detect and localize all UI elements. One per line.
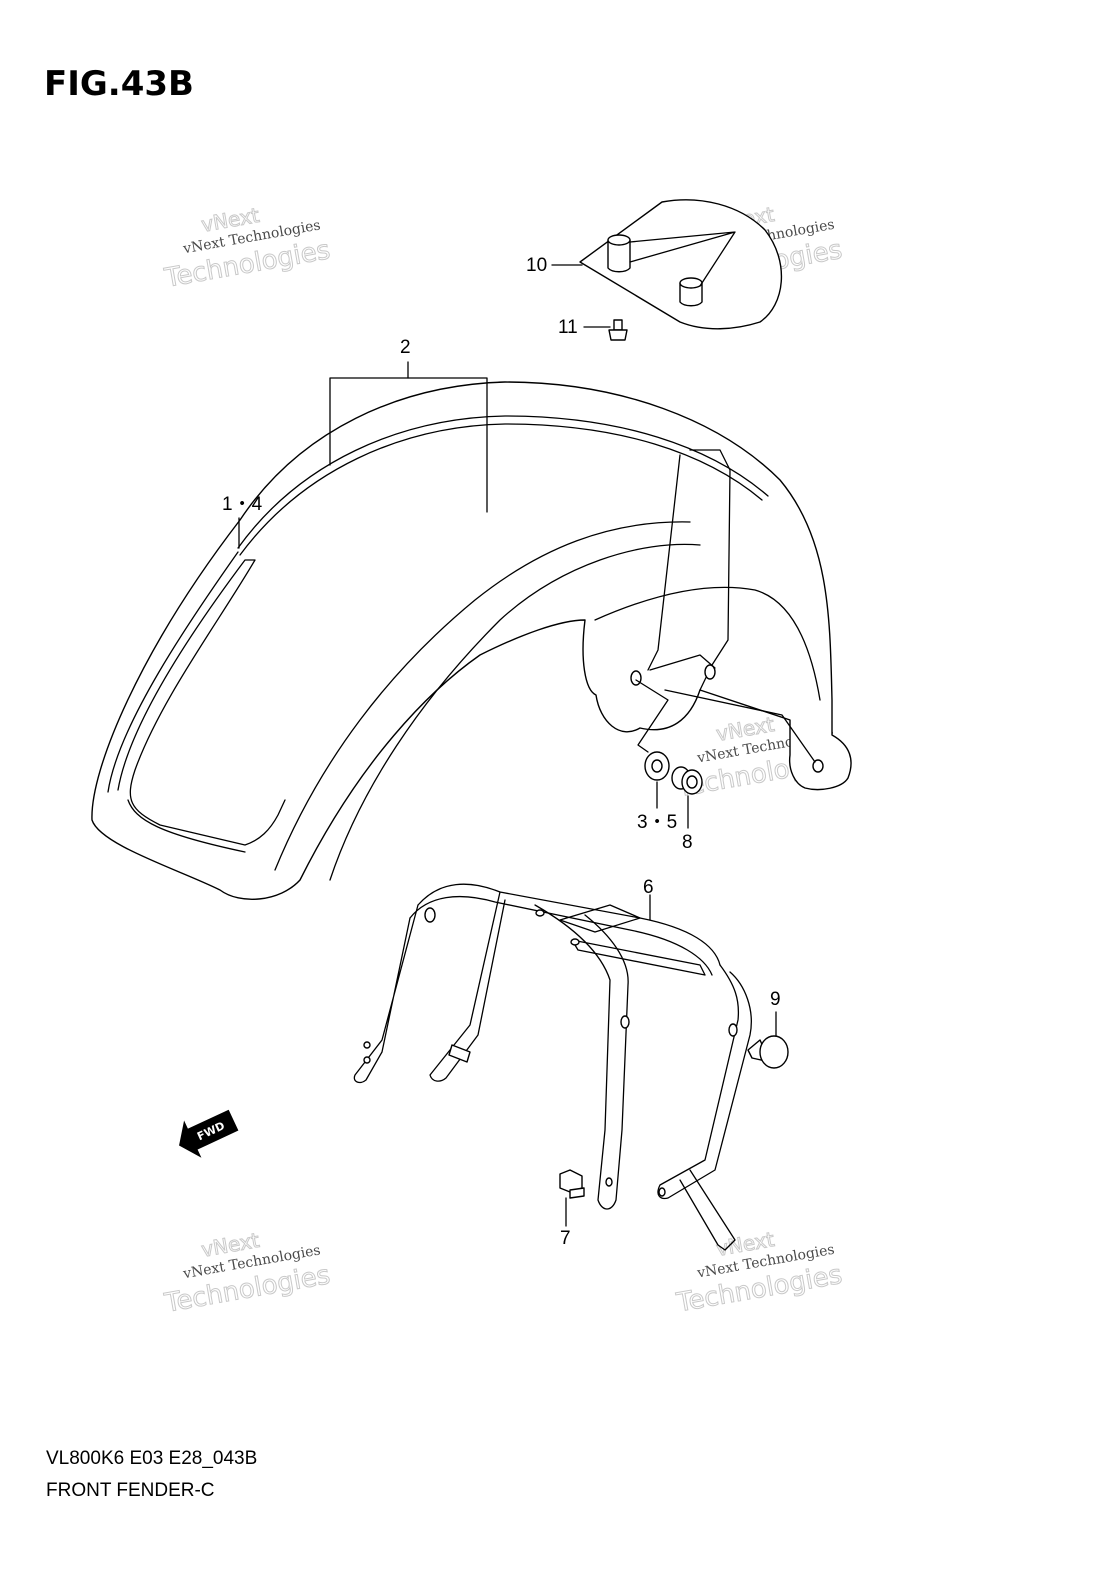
part-10-cover-plate bbox=[579, 199, 783, 330]
part-7-bolt bbox=[559, 1169, 585, 1227]
part-6-fender-brace bbox=[353, 883, 752, 1251]
diagram-name: FRONT FENDER-C bbox=[46, 1480, 215, 1501]
callout-10: 10 bbox=[526, 255, 547, 276]
part-1-front-fender bbox=[91, 361, 852, 900]
watermark-bottom-left: vNext vNext Technologies Technologies bbox=[161, 1227, 333, 1319]
watermark-bottom-right: vNext vNext Technologies Technologies bbox=[673, 1227, 845, 1320]
part-8-grommet bbox=[671, 766, 703, 829]
callout-3-5: 3・5 bbox=[637, 812, 677, 833]
callout-8: 8 bbox=[682, 832, 693, 853]
callout-7: 7 bbox=[560, 1228, 571, 1249]
callout-2: 2 bbox=[400, 337, 411, 358]
callout-11: 11 bbox=[558, 317, 578, 338]
callout-9: 9 bbox=[770, 989, 781, 1010]
part-3-washer bbox=[644, 751, 670, 809]
figure-title: FIG.43B bbox=[44, 64, 194, 104]
watermark-top-left: vNext vNext Technologies Technologies bbox=[161, 202, 333, 294]
part-11-screw bbox=[608, 319, 628, 341]
callout-6: 6 bbox=[643, 877, 654, 898]
diagram-code: VL800K6 E03 E28_043B bbox=[46, 1448, 258, 1469]
part-9-rubber-cap bbox=[747, 1011, 789, 1069]
callout-1-4: 1・4 bbox=[222, 494, 263, 515]
fwd-arrow-icon: FWD bbox=[179, 1109, 239, 1158]
